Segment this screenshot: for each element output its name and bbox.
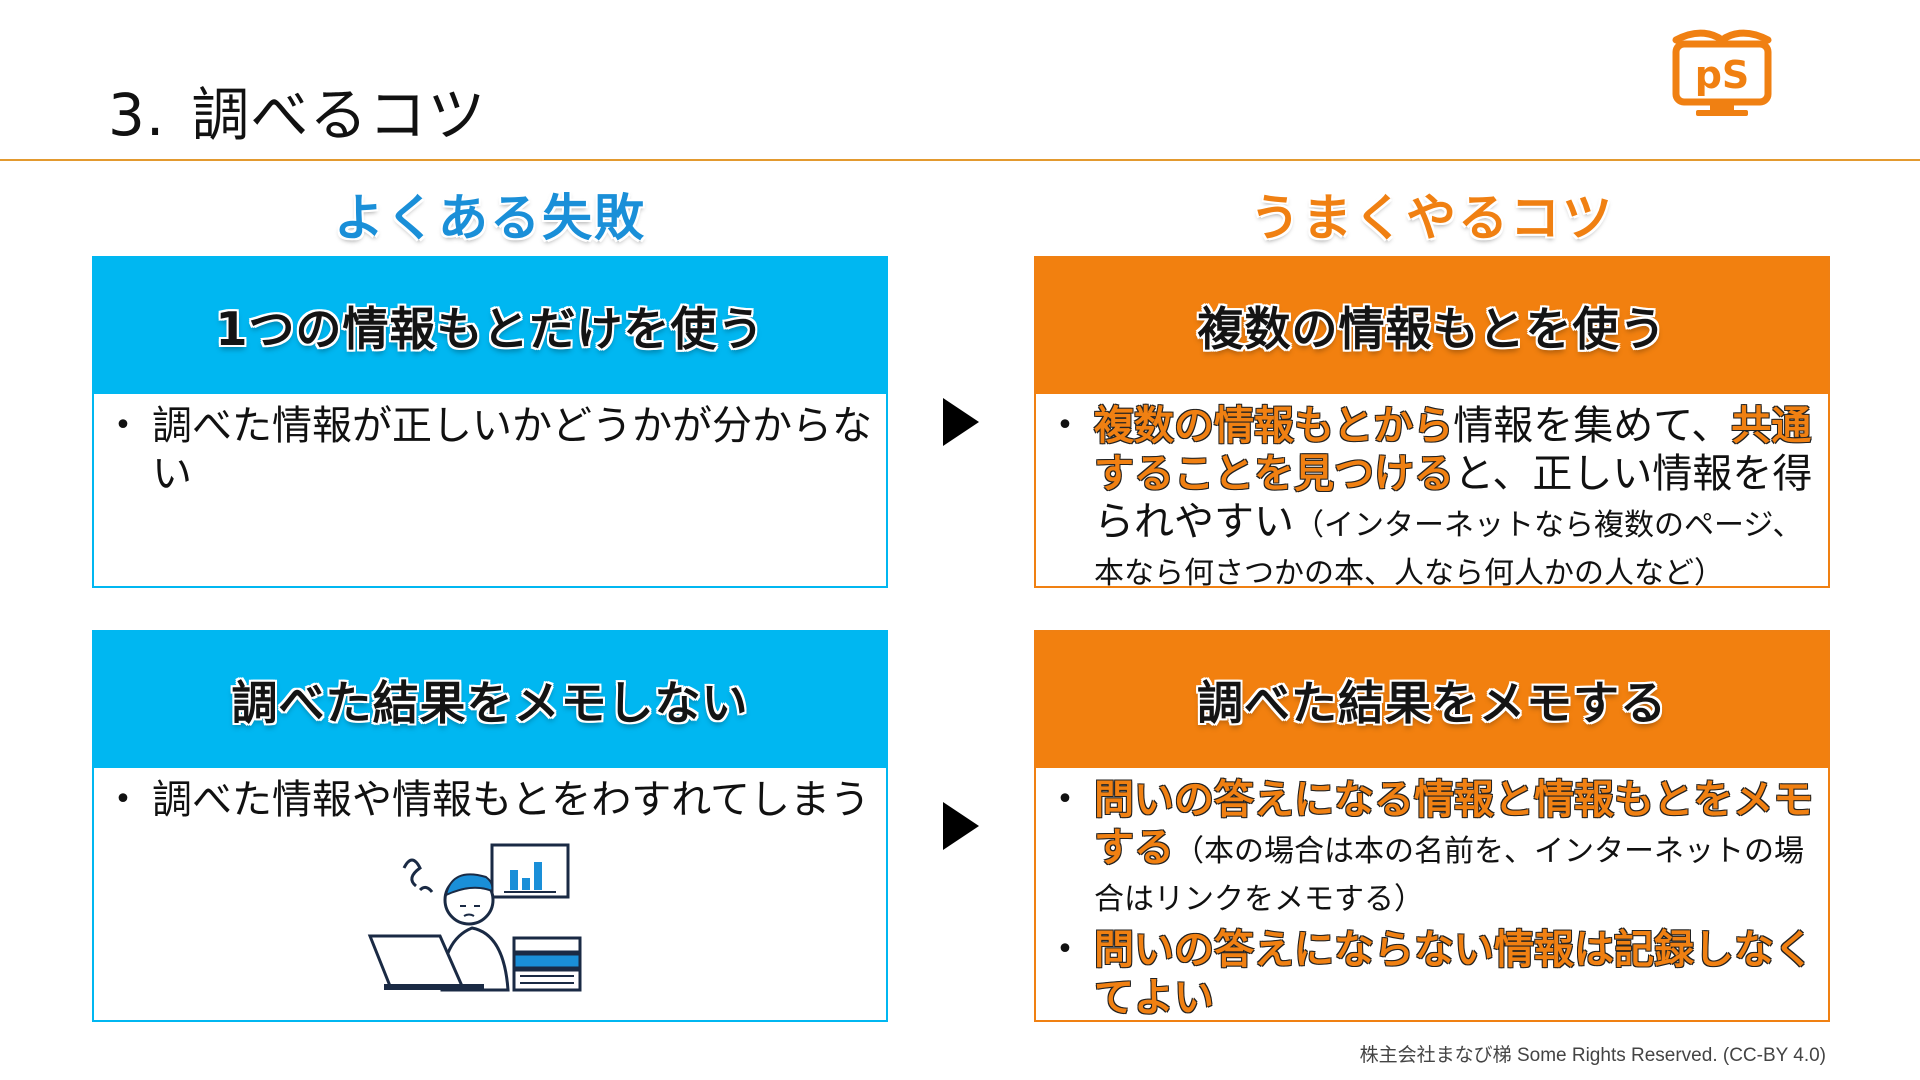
bullet-text: 問いの答えになる情報と情報もとをメモする（本の場合は本の名前を、インターネットの…: [1094, 776, 1818, 920]
mistake-card-single-source: 1つの情報もとだけを使う • 調べた情報が正しいかどうかが分からない: [92, 256, 888, 588]
body-text: と、正しい情報を得られやすい: [1094, 451, 1813, 545]
arrow-right-icon: [943, 802, 979, 850]
list-item: • 問いの答えになる情報と情報もとをメモする（本の場合は本の名前を、インターネッ…: [1036, 776, 1818, 920]
note-text: （本の場合は本の名前を、インターネットの場合はリンクをメモする）: [1094, 834, 1804, 917]
mistake-card-title: 調べた結果をメモしない: [94, 632, 886, 768]
common-mistakes-heading: よくある失敗: [334, 189, 646, 247]
highlight-text: 複数の情報もとから: [1094, 403, 1454, 449]
tips-heading: うまくやるコツ: [1250, 189, 1614, 247]
highlight-text: 共通することを見つける: [1094, 403, 1812, 497]
bullet-icon: •: [1056, 782, 1074, 817]
list-item: • 複数の情報もとから情報を集めて、共通することを見つけると、正しい情報を得られ…: [1036, 402, 1818, 594]
tip-card-title: 調べた結果をメモする: [1036, 632, 1828, 768]
bullet-text: 問いの答えにならない情報は記録しなくてよい: [1094, 926, 1818, 1022]
list-item: • 調べた情報が正しいかどうかが分からない: [94, 402, 876, 498]
bullet-text: 調べた情報が正しいかどうかが分からない: [152, 403, 872, 497]
list-item: • 調べた情報や情報もとをわすれてしまう: [94, 776, 876, 824]
bullet-text: 調べた情報や情報もとをわすれてしまう: [152, 777, 870, 823]
confused-person-illustration: [367, 843, 582, 992]
arrow-right-icon: [943, 398, 979, 446]
logo-text: pS: [1695, 53, 1750, 97]
title-divider: [0, 159, 1920, 161]
bullet-icon: •: [1056, 932, 1074, 967]
section-number: 3.: [108, 81, 166, 149]
highlight-text: 問いの答えにならない情報は記録しなくてよい: [1094, 927, 1814, 1021]
page-title: 3. 調べるコツ: [108, 68, 486, 152]
tip-card-title: 複数の情報もとを使う: [1036, 258, 1828, 394]
bullet-icon: •: [114, 782, 132, 817]
bullet-icon: •: [114, 408, 132, 443]
highlight-text: 問いの答えになる情報と情報もとをメモする: [1094, 777, 1814, 871]
bullet-text: 複数の情報もとから情報を集めて、共通することを見つけると、正しい情報を得られやす…: [1094, 402, 1818, 594]
copyright-footer: 株主会社まなび梯 Some Rights Reserved. (CC-BY 4.…: [1359, 1045, 1826, 1066]
ps-monitor-logo-icon: pS: [1672, 29, 1772, 116]
tip-card-multiple-sources: 複数の情報もとを使う • 複数の情報もとから情報を集めて、共通することを見つける…: [1034, 256, 1830, 591]
tip-card-take-notes: 調べた結果をメモする • 問いの答えになる情報と情報もとをメモする（本の場合は本…: [1034, 630, 1830, 1022]
list-item: • 問いの答えにならない情報は記録しなくてよい: [1036, 926, 1818, 1022]
bullet-icon: •: [1056, 408, 1074, 443]
section-title: 調べるコツ: [191, 81, 487, 149]
note-text: （インターネットなら複数のページ、本なら何さつかの本、人なら何人かの人など）: [1094, 508, 1803, 591]
mistake-card-title: 1つの情報もとだけを使う: [94, 258, 886, 394]
body-text: 情報を集めて、: [1453, 403, 1732, 449]
